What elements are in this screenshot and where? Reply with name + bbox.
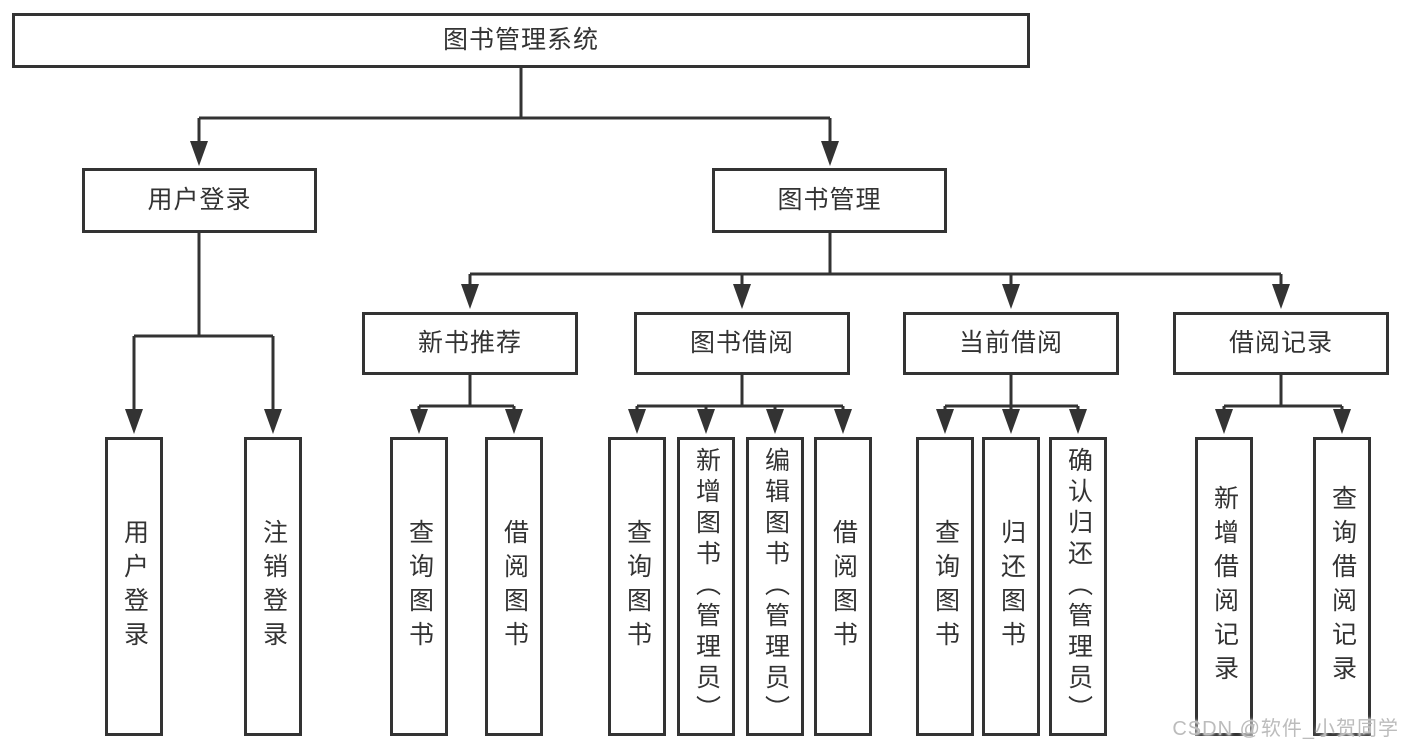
node-label: 用户登录 bbox=[147, 186, 252, 214]
leaf-borrowing-add-books-admin: 新增图书（管理员） bbox=[677, 437, 735, 736]
leaf-records-add-borrow-record: 新增借阅记录 bbox=[1195, 437, 1253, 736]
node-label: 借阅记录 bbox=[1228, 329, 1333, 357]
leaf-records-query-borrow-record: 查询借阅记录 bbox=[1313, 437, 1371, 736]
node-borrowing-records: 借阅记录 bbox=[1173, 312, 1389, 375]
node-label: 新书推荐 bbox=[417, 329, 522, 357]
leaf-borrowing-borrow-books: 借阅图书 bbox=[814, 437, 872, 736]
node-library-system: 图书管理系统 bbox=[12, 13, 1030, 68]
leaf-current-query-books: 查询图书 bbox=[916, 437, 974, 736]
node-label: 用户登录 bbox=[120, 518, 149, 655]
node-label: 借阅图书 bbox=[500, 518, 529, 655]
node-new-book-recommend: 新书推荐 bbox=[362, 312, 578, 375]
node-label: 查询图书 bbox=[623, 518, 652, 655]
leaf-user-login: 用户登录 bbox=[105, 437, 163, 736]
leaf-logout: 注销登录 bbox=[244, 437, 302, 736]
leaf-current-return-books: 归还图书 bbox=[982, 437, 1040, 736]
node-label: 查询图书 bbox=[931, 518, 960, 655]
node-label: 编辑图书（管理员） bbox=[761, 447, 790, 726]
node-label: 确认归还（管理员） bbox=[1064, 447, 1093, 726]
leaf-newbook-borrow-books: 借阅图书 bbox=[485, 437, 543, 736]
node-label: 新增借阅记录 bbox=[1210, 484, 1239, 689]
leaf-borrowing-edit-books-admin: 编辑图书（管理员） bbox=[746, 437, 804, 736]
node-book-borrowing: 图书借阅 bbox=[634, 312, 850, 375]
node-label: 新增图书（管理员） bbox=[692, 447, 721, 726]
node-label: 归还图书 bbox=[997, 518, 1026, 655]
node-label: 图书管理系统 bbox=[442, 26, 599, 54]
node-label: 图书管理 bbox=[777, 186, 882, 214]
node-label: 当前借阅 bbox=[958, 329, 1063, 357]
node-user-login: 用户登录 bbox=[82, 168, 317, 233]
node-label: 注销登录 bbox=[259, 518, 288, 655]
node-label: 查询图书 bbox=[405, 518, 434, 655]
node-label: 图书借阅 bbox=[689, 329, 794, 357]
node-current-borrowing: 当前借阅 bbox=[903, 312, 1119, 375]
csdn-watermark: CSDN @软件_小贺同学 bbox=[1172, 718, 1399, 740]
node-book-management: 图书管理 bbox=[712, 168, 947, 233]
leaf-borrowing-query-books: 查询图书 bbox=[608, 437, 666, 736]
leaf-current-confirm-return-admin: 确认归还（管理员） bbox=[1049, 437, 1107, 736]
node-label: 借阅图书 bbox=[829, 518, 858, 655]
node-label: 查询借阅记录 bbox=[1328, 484, 1357, 689]
leaf-newbook-query-books: 查询图书 bbox=[390, 437, 448, 736]
